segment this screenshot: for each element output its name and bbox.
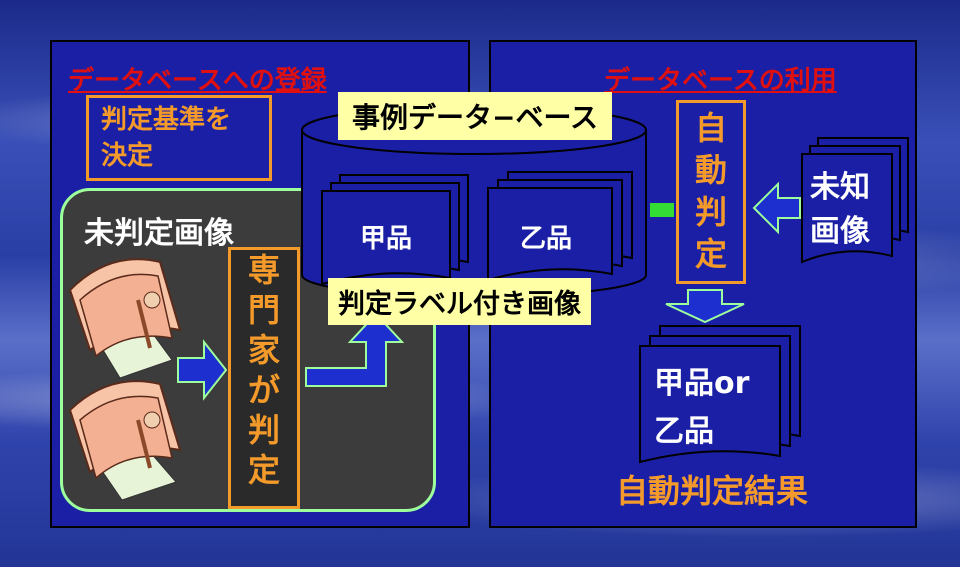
expert-char-2: 門: [247, 291, 280, 329]
result-line-1: 甲品or: [654, 366, 750, 401]
labeled-images-title: 判定ラベル付き画像: [328, 278, 591, 325]
registration-title: データベースへの登録: [68, 66, 327, 96]
usage-title: データベースの利用: [604, 66, 837, 96]
expert-char-4: が: [247, 371, 280, 409]
auto-judge-char-4: 定: [694, 235, 727, 273]
database-title: 事例データ−ベース: [338, 92, 613, 140]
auto-judge-char-2: 動: [694, 151, 727, 189]
result-line-2: 乙品: [654, 414, 714, 449]
criteria-line-1: 判定基準を: [101, 105, 232, 135]
auto-judge-char-3: 判: [694, 193, 727, 231]
criteria-box: 判定基準を 決定: [86, 95, 272, 181]
unknown-image-stack: [801, 137, 909, 264]
inspection-clipart-2: [68, 380, 182, 501]
auto-judge-box: 自 動 判 定: [676, 100, 746, 284]
inspection-clipart-1: [68, 258, 182, 379]
unjudged-label: 未判定画像: [84, 216, 234, 251]
document-stack-a: [321, 174, 469, 286]
expert-char-6: 定: [247, 451, 280, 489]
criteria-line-2: 決定: [101, 141, 154, 171]
result-values: 甲品or 乙品: [654, 360, 749, 456]
item-b-label: 乙品: [520, 224, 573, 254]
result-stack: [639, 325, 801, 464]
unknown-line-1: 未知: [810, 170, 870, 205]
arrow-left-icon: [752, 181, 801, 235]
unknown-image-label: 未知 画像: [810, 166, 870, 254]
unknown-line-2: 画像: [810, 214, 870, 249]
expert-char-3: 家: [247, 331, 280, 369]
expert-box: 専 門 家 が 判 定: [228, 247, 300, 509]
arrow-up-bent-icon: [305, 312, 405, 387]
item-a-label: 甲品: [360, 224, 413, 254]
result-label: 自動判定結果: [616, 472, 809, 510]
document-stack-b: [487, 171, 633, 282]
arrow-right-icon: [177, 339, 228, 401]
connector-bar: [650, 203, 674, 217]
auto-judge-char-1: 自: [694, 109, 727, 147]
expert-char-5: 判: [247, 411, 280, 449]
expert-char-1: 専: [247, 251, 280, 289]
arrow-down-icon: [665, 289, 745, 324]
